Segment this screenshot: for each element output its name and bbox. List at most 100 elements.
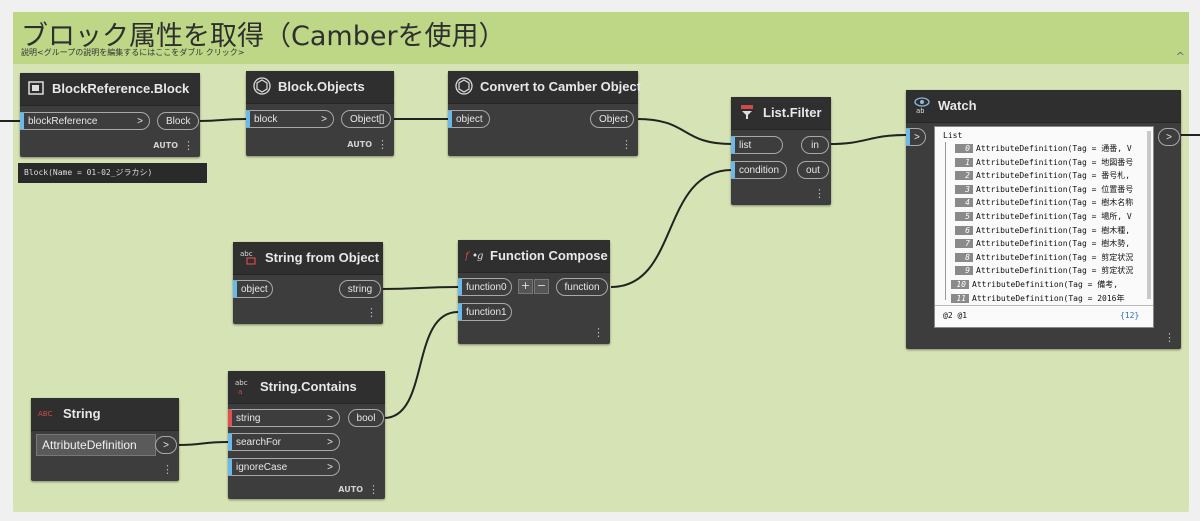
list-index-badge: 5 <box>955 212 973 221</box>
lacing-label[interactable]: AUTO <box>153 141 178 150</box>
input-port-blockreference[interactable]: blockReference> <box>20 112 150 130</box>
output-port-objects[interactable]: Object[] <box>341 110 391 128</box>
input-port-ignorecase[interactable]: ignoreCase> <box>228 458 340 476</box>
watch-count: {12} <box>1120 311 1140 320</box>
chevron-right-icon: > <box>321 114 327 125</box>
add-input-button[interactable]: + <box>518 279 533 294</box>
group-title[interactable]: ブロック属性を取得（Camberを使用） <box>21 21 506 52</box>
list-index-badge: 11 <box>951 293 969 303</box>
watch-icon: ab <box>914 97 930 114</box>
node-menu-icon[interactable]: ⋮ <box>377 138 388 151</box>
list-index-badge: 1 <box>955 157 973 167</box>
wire-block-to-objects <box>198 118 247 122</box>
group-description[interactable]: 説明<グループの説明を編集するにはここをダブル クリック> <box>21 48 245 57</box>
input-port-watch[interactable]: > <box>906 128 926 146</box>
input-port-string[interactable]: string> <box>228 409 340 427</box>
node-menu-icon[interactable]: ⋮ <box>162 463 173 476</box>
remove-input-button[interactable]: − <box>534 279 549 294</box>
output-port-object[interactable]: Object <box>590 110 634 128</box>
node-menu-icon[interactable]: ⋮ <box>1164 331 1175 344</box>
list-index-badge: 9 <box>955 266 973 276</box>
wire-sfo-to-compose <box>381 286 459 290</box>
svg-text:ab: ab <box>916 107 924 114</box>
list-item-text: AttributeDefinition(Tag = 樹木名称 <box>976 198 1134 208</box>
string-value-input[interactable]: AttributeDefinition <box>36 434 156 456</box>
wire-string-to-contains <box>177 441 229 446</box>
lacing-label[interactable]: AUTO <box>338 485 363 494</box>
collapse-icon[interactable]: ^ <box>1175 50 1185 63</box>
list-item-text: AttributeDefinition(Tag = 2016年 <box>972 293 1125 303</box>
node-string-from-object[interactable]: abc String from Object object string ⋮ <box>233 242 383 324</box>
wire-contains-to-compose <box>383 311 459 419</box>
list-item-text: AttributeDefinition(Tag = 通番, V <box>976 144 1132 153</box>
list-index-badge: 10 <box>951 280 969 289</box>
lacing-label[interactable]: AUTO <box>347 140 372 149</box>
abc-icon: ABC <box>38 410 52 418</box>
input-port-function0[interactable]: function0 <box>458 278 512 296</box>
node-menu-icon[interactable]: ⋮ <box>621 138 632 151</box>
filter-icon <box>741 105 753 119</box>
node-title: String from Object <box>265 250 380 265</box>
list-index-badge: 0 <box>955 144 973 153</box>
input-port-condition[interactable]: condition <box>731 161 787 179</box>
output-port-block[interactable]: Block <box>157 112 199 130</box>
node-block-objects[interactable]: Block.Objects block> Object[] AUTO ⋮ <box>246 71 394 156</box>
node-menu-icon[interactable]: ⋮ <box>368 483 379 496</box>
node-title: Watch <box>938 98 977 113</box>
input-port-searchfor[interactable]: searchFor> <box>228 433 340 451</box>
list-item-text: AttributeDefinition(Tag = 樹木種, <box>976 225 1131 235</box>
list-item-text: AttributeDefinition(Tag = 備考, <box>972 280 1119 289</box>
list-item-text: AttributeDefinition(Tag = 番号札, <box>976 171 1131 181</box>
watch-scrollbar[interactable] <box>1147 131 1151 299</box>
svg-text:g: g <box>477 251 483 262</box>
input-port-block[interactable]: block> <box>246 110 334 128</box>
input-port-object[interactable]: object <box>233 280 273 298</box>
node-blockreference-block[interactable]: BlockReference.Block blockReference> Blo… <box>20 73 200 157</box>
node-menu-icon[interactable]: ⋮ <box>366 306 377 319</box>
node-menu-icon[interactable]: ⋮ <box>814 187 825 200</box>
node-title: String <box>63 406 101 421</box>
output-port-string[interactable]: > <box>155 436 177 454</box>
input-port-object[interactable]: object <box>448 110 490 128</box>
output-port-out[interactable]: out <box>797 161 829 179</box>
node-list-filter[interactable]: List.Filter list condition in out ⋮ <box>731 97 831 205</box>
output-port-bool[interactable]: bool <box>348 409 384 427</box>
watch-levels[interactable]: @2 @1 <box>943 311 968 320</box>
watch-list-header: List <box>943 131 963 140</box>
list-item-text: AttributeDefinition(Tag = 剪定状況 <box>976 252 1134 262</box>
input-port-list[interactable]: list <box>731 136 783 154</box>
output-port-watch[interactable]: > <box>1158 128 1180 146</box>
node-menu-icon[interactable]: ⋮ <box>183 139 194 152</box>
input-port-function1[interactable]: function1 <box>458 303 512 321</box>
output-port-function[interactable]: function <box>556 278 608 296</box>
list-item-text: AttributeDefinition(Tag = 剪定状況 <box>976 266 1134 276</box>
output-port-string[interactable]: string <box>339 280 381 298</box>
node-string-input[interactable]: ABC String AttributeDefinition > ⋮ <box>31 398 179 481</box>
chevron-right-icon: > <box>327 462 333 473</box>
output-port-in[interactable]: in <box>801 136 829 154</box>
list-index-badge: 4 <box>955 198 973 208</box>
group-header[interactable]: ブロック属性を取得（Camberを使用） 説明<グループの説明を編集するにはここ… <box>13 12 1189 64</box>
node-menu-icon[interactable]: ⋮ <box>593 326 604 339</box>
node-convert-to-camber-object[interactable]: Convert to Camber Object object Object ⋮ <box>448 71 641 156</box>
node-preview[interactable]: Block(Name = 01-02_ジラカシ) <box>18 163 207 183</box>
list-index-badge: 2 <box>955 171 973 181</box>
